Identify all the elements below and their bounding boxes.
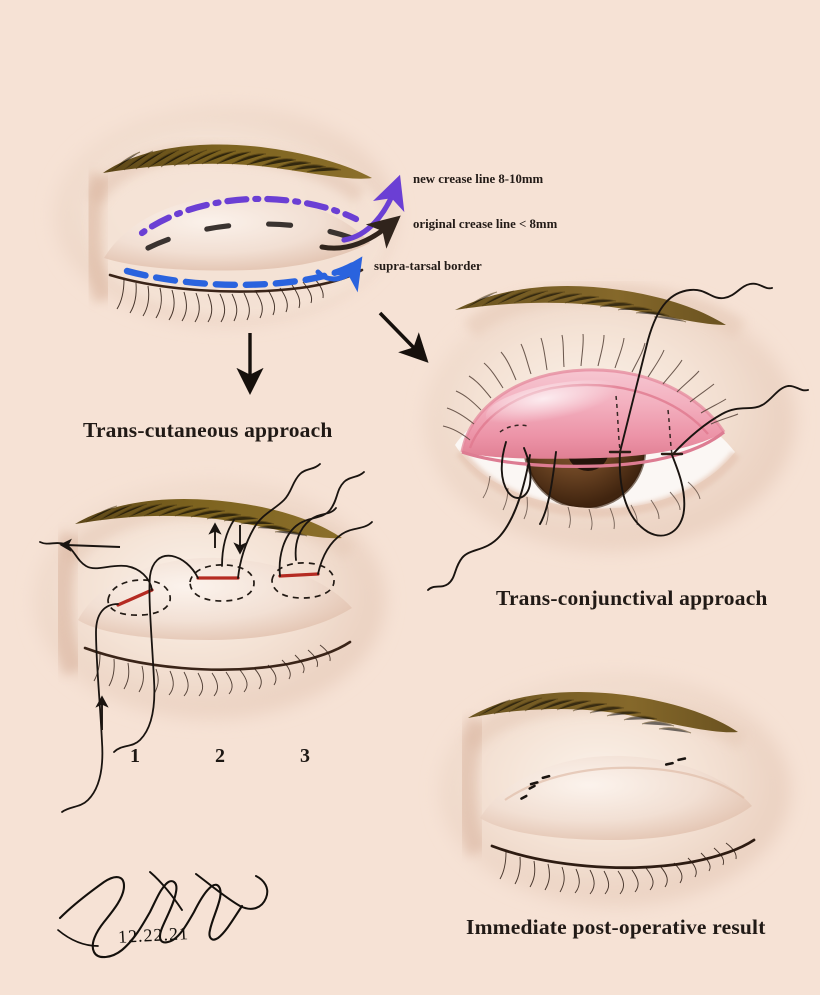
label-new-crease-line: new crease line 8-10mm [413, 172, 544, 186]
label-original-crease-line: original crease line < 8mm [413, 217, 558, 231]
supra-tarsal-arrow [315, 256, 363, 293]
step-number-1: 1 [130, 745, 140, 767]
suture-knots [520, 757, 687, 800]
caption-post-operative: Immediate post-operative result [466, 915, 766, 939]
signature-date: 12.22.21 [117, 923, 190, 947]
original-crease-arrow [319, 215, 401, 251]
eyebrow [103, 144, 372, 179]
direction-arrows [59, 522, 247, 730]
eyebrow [75, 499, 342, 539]
panel-markings [55, 107, 405, 323]
incision-site-3 [271, 562, 335, 599]
new-crease-line [138, 195, 360, 237]
cutaneous-sutures [39, 463, 373, 813]
panel-trans-conjunctival [425, 282, 809, 591]
step-number-2: 2 [215, 745, 225, 767]
incision-site-2 [189, 564, 255, 602]
caption-trans-conjunctival: Trans-conjunctival approach [496, 586, 768, 610]
eyebrow [468, 692, 738, 734]
panel-post-operative [440, 675, 790, 905]
artist-signature [57, 871, 269, 959]
step-number-3: 3 [300, 745, 310, 767]
everted-eyelid-conjunctiva [460, 368, 726, 468]
incision-site-1 [107, 579, 171, 616]
eyebrow [455, 286, 726, 325]
conjunctival-sutures [427, 282, 809, 591]
panel-trans-cutaneous [35, 463, 385, 813]
eyelashes [442, 333, 739, 441]
arrow-to-transconjunctival [378, 311, 429, 363]
label-supra-tarsal-border: supra-tarsal border [374, 259, 482, 273]
caption-trans-cutaneous: Trans-cutaneous approach [83, 418, 333, 442]
original-crease-line [145, 221, 367, 251]
